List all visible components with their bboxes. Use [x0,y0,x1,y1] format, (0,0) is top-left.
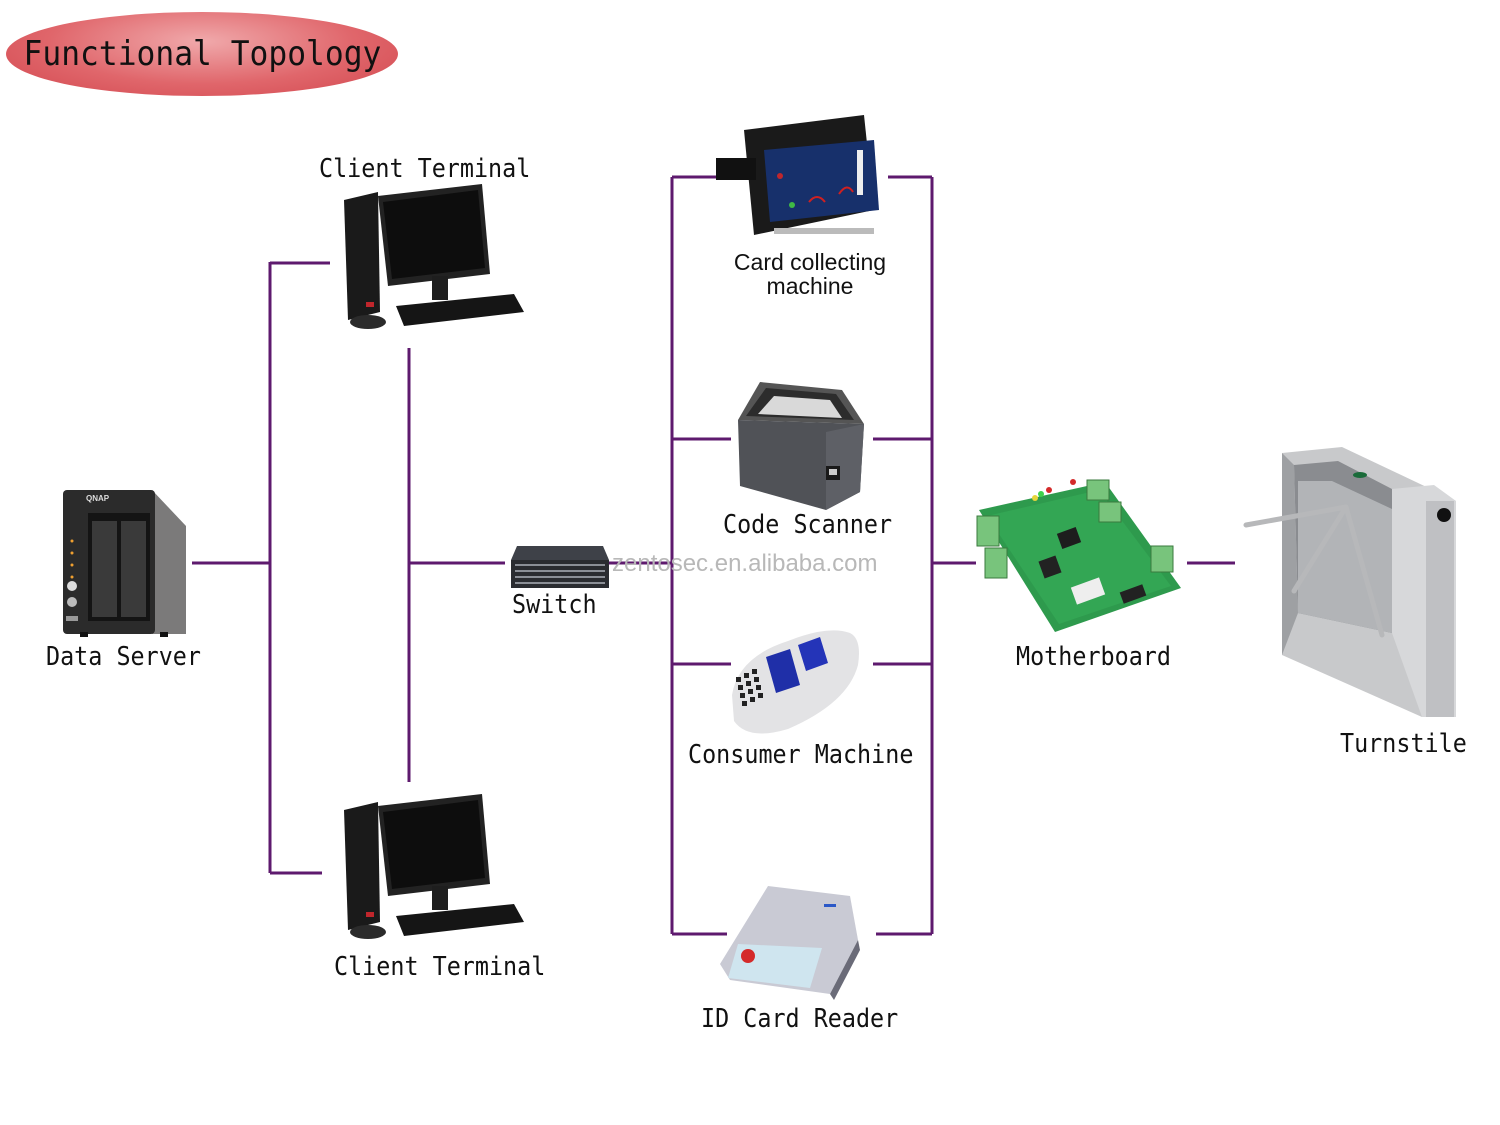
turnstile-label: Turnstile [1340,729,1467,759]
diagram-title: Functional Topology [6,12,398,96]
desktop-computer-icon [344,184,524,329]
nas-server-icon: QNAP [63,490,186,637]
id-card-reader-icon [720,886,860,1000]
motherboard-label: Motherboard [1016,642,1171,672]
tripod-turnstile-icon [1243,447,1456,717]
diagram-title-text: Functional Topology [23,34,381,74]
card-collecting-machine-label-line1: Card collecting [733,249,887,275]
svg-text:QNAP: QNAP [86,494,110,503]
card-collecting-machine-label: Card collecting machine [712,250,908,298]
client-terminal-bottom-label: Client Terminal [334,952,546,982]
network-switch-icon [511,546,609,588]
barcode-scanner-icon [738,382,864,510]
watermark-text: zentosec.en.alibaba.com [612,550,878,577]
pos-terminal-icon [732,630,859,734]
switch-label: Switch [512,590,597,620]
card-collecting-machine-label-line2: machine [766,273,854,299]
card-collector-icon [716,115,879,235]
desktop-computer-icon [344,794,524,939]
client-terminal-top-label: Client Terminal [319,154,531,184]
consumer-machine-label: Consumer Machine [688,740,914,770]
id-card-reader-label: ID Card Reader [701,1004,899,1034]
data-server-label: Data Server [46,642,201,672]
circuit-board-icon [976,479,1181,632]
code-scanner-label: Code Scanner [723,510,893,540]
